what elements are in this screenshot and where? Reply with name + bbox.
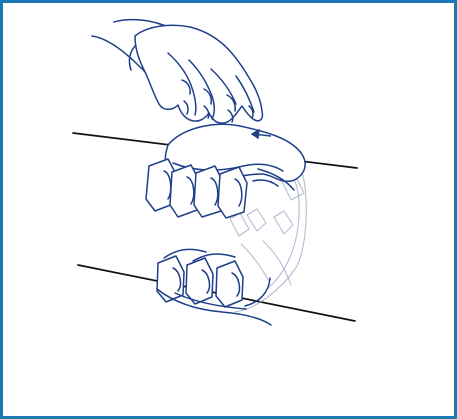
clamp-bolt-lug-4 bbox=[218, 167, 247, 218]
clamp-side-fold bbox=[253, 180, 278, 186]
hand-thumb-edge bbox=[129, 46, 135, 70]
pipe-clamp-icon bbox=[146, 124, 305, 325]
ghost-edge-1 bbox=[241, 244, 269, 281]
hand-outline bbox=[135, 25, 262, 123]
lower-top-edge-1 bbox=[164, 249, 206, 258]
installation-diagram bbox=[3, 3, 454, 416]
ghost-bolt-1 bbox=[247, 209, 266, 231]
hand-icon bbox=[92, 20, 262, 124]
ghost-bolt-2 bbox=[274, 211, 293, 234]
